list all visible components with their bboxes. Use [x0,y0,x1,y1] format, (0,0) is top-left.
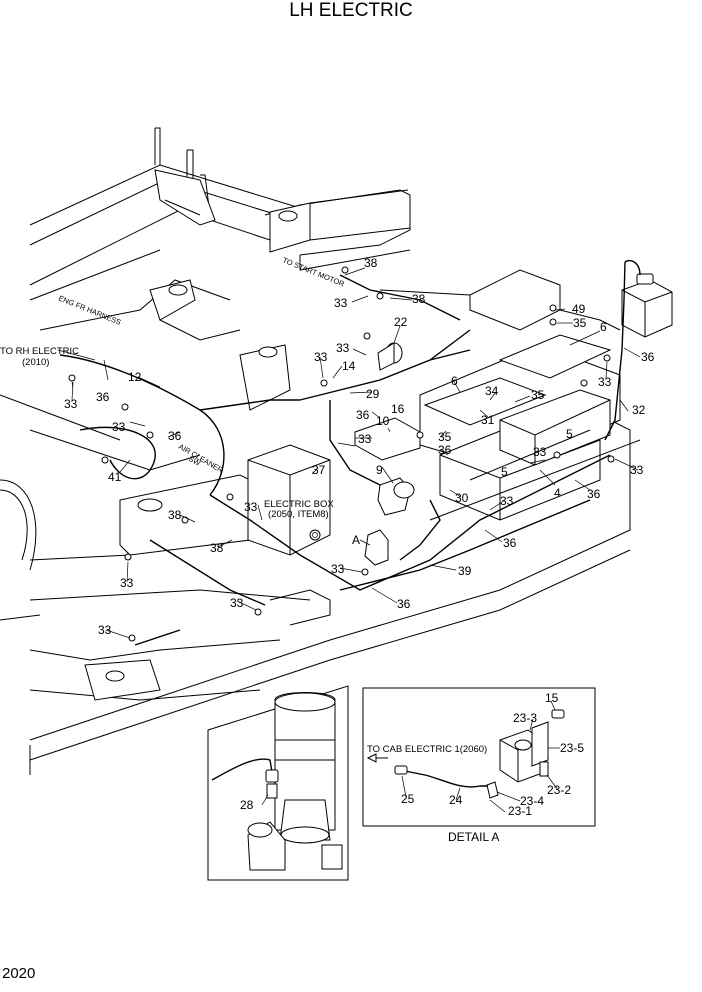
callout-23-3: 23-3 [513,711,537,725]
callout-36: 36 [397,597,411,611]
electric-box-drawing [247,444,331,556]
callout-30: 30 [455,491,469,505]
leader-lines [57,267,641,639]
callout-5: 5 [566,427,573,441]
callout-12: 12 [128,370,142,384]
callout-15: 15 [545,691,559,705]
battery-tray-drawing [419,334,641,521]
callout-33: 33 [500,494,514,508]
callout-23-1: 23-1 [508,804,532,818]
callout-4: 4 [554,486,561,500]
callout-49: 49 [572,302,586,316]
callout-35: 35 [531,388,545,402]
callout-36: 36 [587,487,601,501]
inset-air-cleaner-switch: 28 [207,685,349,881]
note-electric-box: ELECTRIC BOX [264,499,334,510]
callout-23-4: 23-4 [520,794,544,808]
bolt-and-clip-symbols [68,266,615,642]
upper-frame-drawing [0,127,621,471]
callout-28: 28 [240,798,254,812]
lower-frame-drawing [0,419,631,775]
callout-36: 36 [438,443,452,457]
callout-24: 24 [449,793,463,807]
callout-6: 6 [600,320,607,334]
relay-and-switch-drawing [354,342,421,566]
callout-33: 33 [334,296,348,310]
callout-33: 33 [598,375,612,389]
diagram-title: LH ELECTRIC [289,0,413,21]
note-to-cab-electric: TO CAB ELECTRIC 1(2060) [367,744,487,755]
callout-35: 35 [573,316,587,330]
callout-36: 36 [641,350,655,364]
callout-38: 38 [364,256,378,270]
callout-36: 36 [96,390,110,404]
callout-6: 6 [451,374,458,388]
callout-22: 22 [394,315,408,329]
detail-a-caption: DETAIL A [448,830,499,844]
callout-36: 36 [168,429,182,443]
callout-33: 33 [112,420,126,434]
note-electric-box-ref: (2050, ITEM8) [268,509,329,520]
callout-37: 37 [312,463,326,477]
main-view-callouts: 38 33 38 22 33 49 35 6 36 33 14 29 6 34 … [64,256,655,637]
reservoir-tank-drawing [604,259,673,441]
callout-36: 36 [356,408,370,422]
callout-33: 33 [331,562,345,576]
callout-32: 32 [632,403,646,417]
callout-23-5: 23-5 [560,741,584,755]
callout-33: 33 [230,596,244,610]
callout-33: 33 [98,623,112,637]
callout-33: 33 [630,463,644,477]
callout-9: 9 [376,463,383,477]
wiring-harness-drawing [59,274,611,646]
callout-33: 33 [314,350,328,364]
callout-34: 34 [485,384,499,398]
callout-5: 5 [501,465,508,479]
callout-33: 33 [64,397,78,411]
callout-14: 14 [342,359,356,373]
note-to-rh-electric: TO RH ELECTRIC [0,346,79,357]
callout-23-2: 23-2 [547,783,571,797]
callout-38: 38 [168,508,182,522]
callout-33: 33 [120,576,134,590]
callout-25: 25 [401,792,415,806]
callout-33: 33 [336,341,350,355]
callout-33: 33 [533,445,547,459]
note-eng-fr-harness: ENG FR HARNESS [57,294,122,327]
inset-detail-a: 15 23-3 23-5 23-2 23-4 23-1 25 24 TO CAB… [362,687,596,827]
callout-10: 10 [376,414,390,428]
callout-38: 38 [412,292,426,306]
callout-41: 41 [108,470,122,484]
note-to-rh-electric-ref: (2010) [22,357,49,368]
callout-39: 39 [458,564,472,578]
callout-33: 33 [244,500,258,514]
callout-31: 31 [481,413,495,427]
callout-33: 33 [358,432,372,446]
callout-16: 16 [391,402,405,416]
callout-29: 29 [366,387,380,401]
page-number: 2020 [2,965,35,982]
callout-A: A [352,533,360,547]
note-to-start-motor: TO START MOTOR [281,256,346,289]
callout-35: 35 [438,430,452,444]
callout-36: 36 [503,536,517,550]
callout-38: 38 [210,541,224,555]
